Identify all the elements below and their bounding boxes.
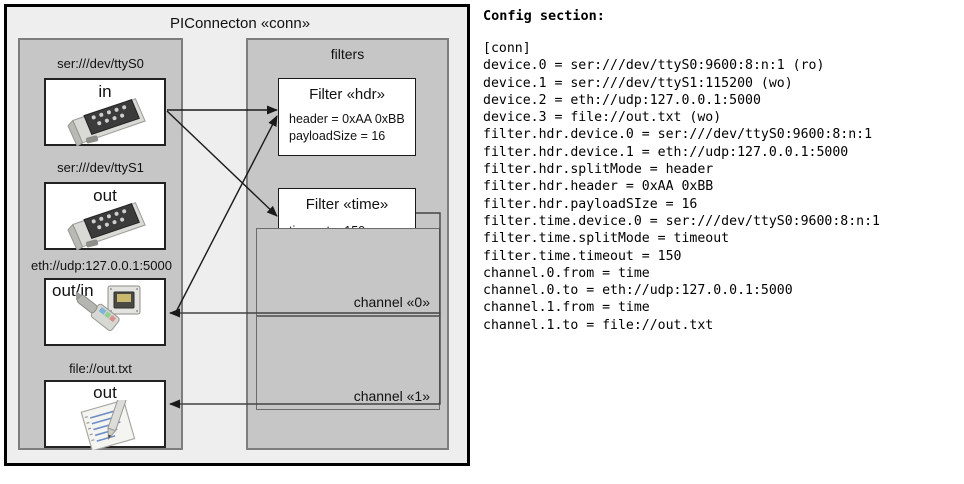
- filter-hdr-prop-payload: payloadSize = 16: [289, 129, 386, 143]
- filter-hdr-prop-header: header = 0xAA 0xBB: [289, 112, 405, 126]
- filter-hdr-title: Filter «hdr»: [309, 86, 385, 103]
- device-box-ttyS0[interactable]: in: [44, 78, 166, 146]
- filters-panel-title: filters: [330, 46, 365, 62]
- serial-port-icon: [67, 202, 146, 250]
- device-label-ttyS1: ser:///dev/ttyS1: [57, 160, 144, 175]
- config-listing: [conn] device.0 = ser:///dev/ttyS0:9600:…: [483, 41, 880, 333]
- channel-0-label: channel «0»: [353, 294, 430, 310]
- device-box-file[interactable]: out: [44, 380, 166, 450]
- channel-box-0[interactable]: channel «0»: [256, 228, 440, 316]
- device-box-eth[interactable]: out/in: [44, 278, 166, 346]
- device-label-file: file://out.txt: [69, 361, 132, 376]
- device-label-ttyS0: ser:///dev/ttyS0: [57, 56, 144, 71]
- page-title: PIConnecton «conn»: [169, 15, 311, 32]
- device-label-eth: eth://udp:127.0.0.1:5000: [31, 258, 172, 273]
- channel-box-1[interactable]: channel «1»: [256, 316, 440, 410]
- device-box-ttyS1[interactable]: out: [44, 182, 166, 250]
- device-io-ttyS1: out: [93, 186, 117, 205]
- filter-time-title: Filter «time»: [305, 196, 389, 213]
- filter-box-hdr[interactable]: Filter «hdr» header = 0xAA 0xBB payloadS…: [278, 78, 416, 156]
- channel-1-label: channel «1»: [353, 388, 430, 404]
- ethernet-icon: [76, 285, 141, 331]
- document-pen-icon: [80, 400, 136, 450]
- config-heading: Config section:: [483, 8, 605, 24]
- serial-port-icon: [67, 98, 146, 146]
- device-io-file: out: [93, 383, 117, 402]
- device-io-ttyS0: in: [98, 82, 112, 101]
